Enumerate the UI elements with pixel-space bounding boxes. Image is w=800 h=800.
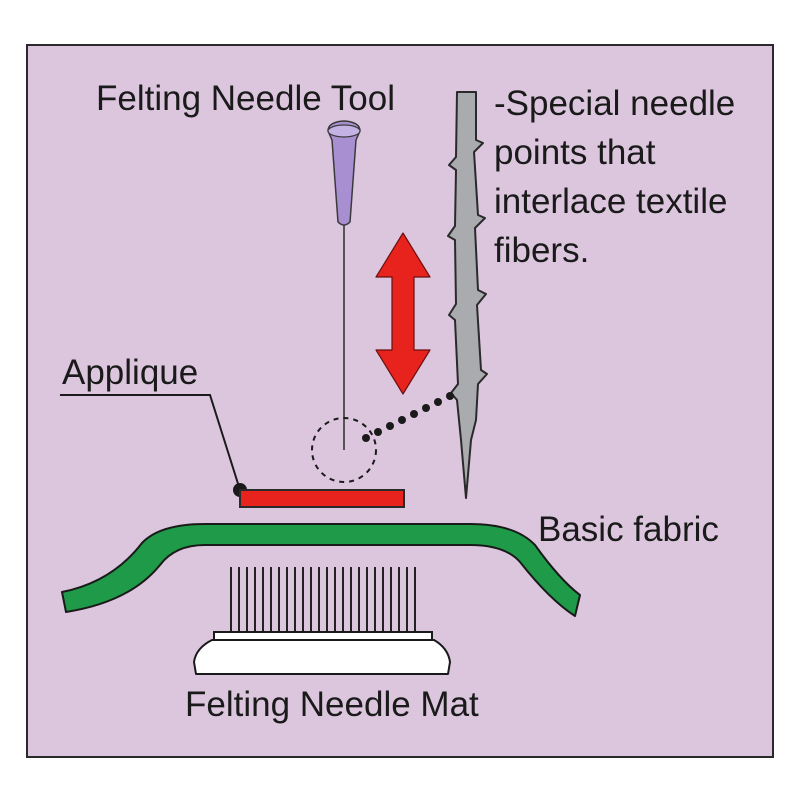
magnified-needle (447, 91, 488, 499)
label-mat: Felting Needle Mat (185, 685, 479, 724)
label-applique: Applique (62, 353, 198, 392)
applique-leader (60, 394, 241, 491)
needle-handle (327, 120, 361, 226)
felting-mat-base (193, 631, 451, 675)
dotted-connector (362, 392, 454, 442)
label-tool: Felting Needle Tool (96, 79, 395, 118)
up-down-arrow-icon (375, 232, 431, 395)
label-note-2: points that (494, 133, 656, 172)
basic-fabric (61, 523, 581, 617)
label-note-1: -Special needle (494, 84, 735, 123)
mat-bristles (230, 567, 416, 632)
label-note-4: fibers. (494, 231, 589, 270)
applique-piece (239, 489, 405, 508)
label-note-3: interlace textile (494, 182, 727, 221)
dashed-circle-icon (311, 417, 377, 483)
felting-needle-tool (327, 120, 361, 450)
label-fabric: Basic fabric (538, 510, 719, 549)
